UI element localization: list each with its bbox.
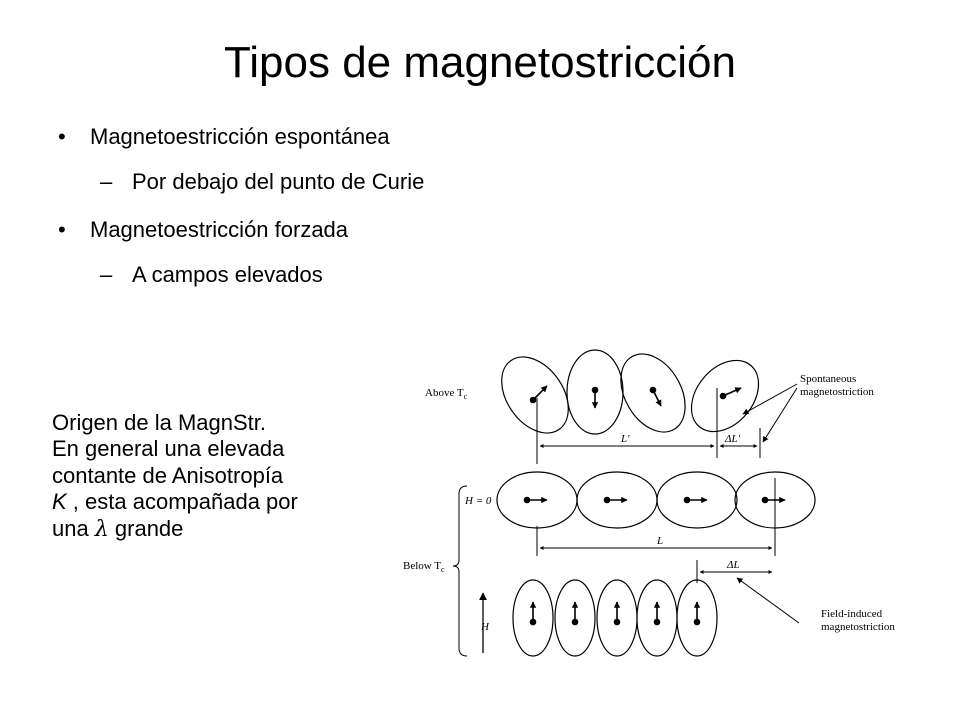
lambda-symbol: λ xyxy=(94,516,109,542)
row-h0-moments xyxy=(523,496,786,504)
label-field-induced-1: Field-induced xyxy=(821,608,883,620)
anisotropy-constant: K xyxy=(52,489,67,515)
label-delta-lprime: ΔL′ xyxy=(724,433,741,445)
row-above-moments xyxy=(529,385,742,409)
domain-ellipse xyxy=(656,471,738,529)
magnetostriction-diagram: Above Tc L′ ΔL′ Spontaneous magnetostric… xyxy=(403,349,895,657)
label-spontaneous-2: magnetostriction xyxy=(800,386,874,398)
domain-ellipse xyxy=(512,579,554,657)
domain-ellipse xyxy=(554,579,596,657)
bullet-spontaneous: Magnetoestricción espontánea xyxy=(58,124,618,151)
dimension-lprime xyxy=(536,383,798,464)
note-line-3: contante de Anisotropía xyxy=(52,462,284,488)
slide-title: Tipos de magnetostricción xyxy=(224,38,736,87)
label-below-tc: Below Tc xyxy=(403,560,445,574)
origin-note: Origen de la MagnStr. En general una ele… xyxy=(52,410,392,543)
label-delta-l: ΔL xyxy=(726,559,740,571)
note-line-5: una λ grande xyxy=(52,515,184,542)
row-field-moments xyxy=(529,601,701,626)
label-above-tc: Above Tc xyxy=(425,387,468,401)
label-field-induced-2: magnetostriction xyxy=(821,621,895,633)
domain-ellipse xyxy=(501,356,569,434)
bullet-list: Magnetoestricción espontánea Por debajo … xyxy=(58,124,618,310)
below-tc-bracket xyxy=(452,485,468,657)
row-above-tc xyxy=(501,349,760,435)
sub-bullet-high-fields: A campos elevados xyxy=(58,262,618,289)
label-lprime: L′ xyxy=(620,433,630,445)
sub-bullet-curie: Por debajo del punto de Curie xyxy=(58,169,618,196)
label-spontaneous-1: Spontaneous xyxy=(800,373,856,385)
domain-ellipse xyxy=(620,353,686,433)
row-field xyxy=(512,579,718,657)
bullet-forced: Magnetoestricción forzada xyxy=(58,217,618,244)
note-line-2: En general una elevada xyxy=(52,436,285,462)
note-line-1: Origen de la MagnStr. xyxy=(52,410,267,435)
label-h0: H = 0 xyxy=(464,495,492,507)
label-l: L xyxy=(656,535,663,547)
label-h-field: H xyxy=(480,621,490,633)
note-line-4: K , esta acompañada por xyxy=(52,489,298,515)
dimension-l xyxy=(536,478,776,556)
dimension-delta-l xyxy=(479,560,800,653)
